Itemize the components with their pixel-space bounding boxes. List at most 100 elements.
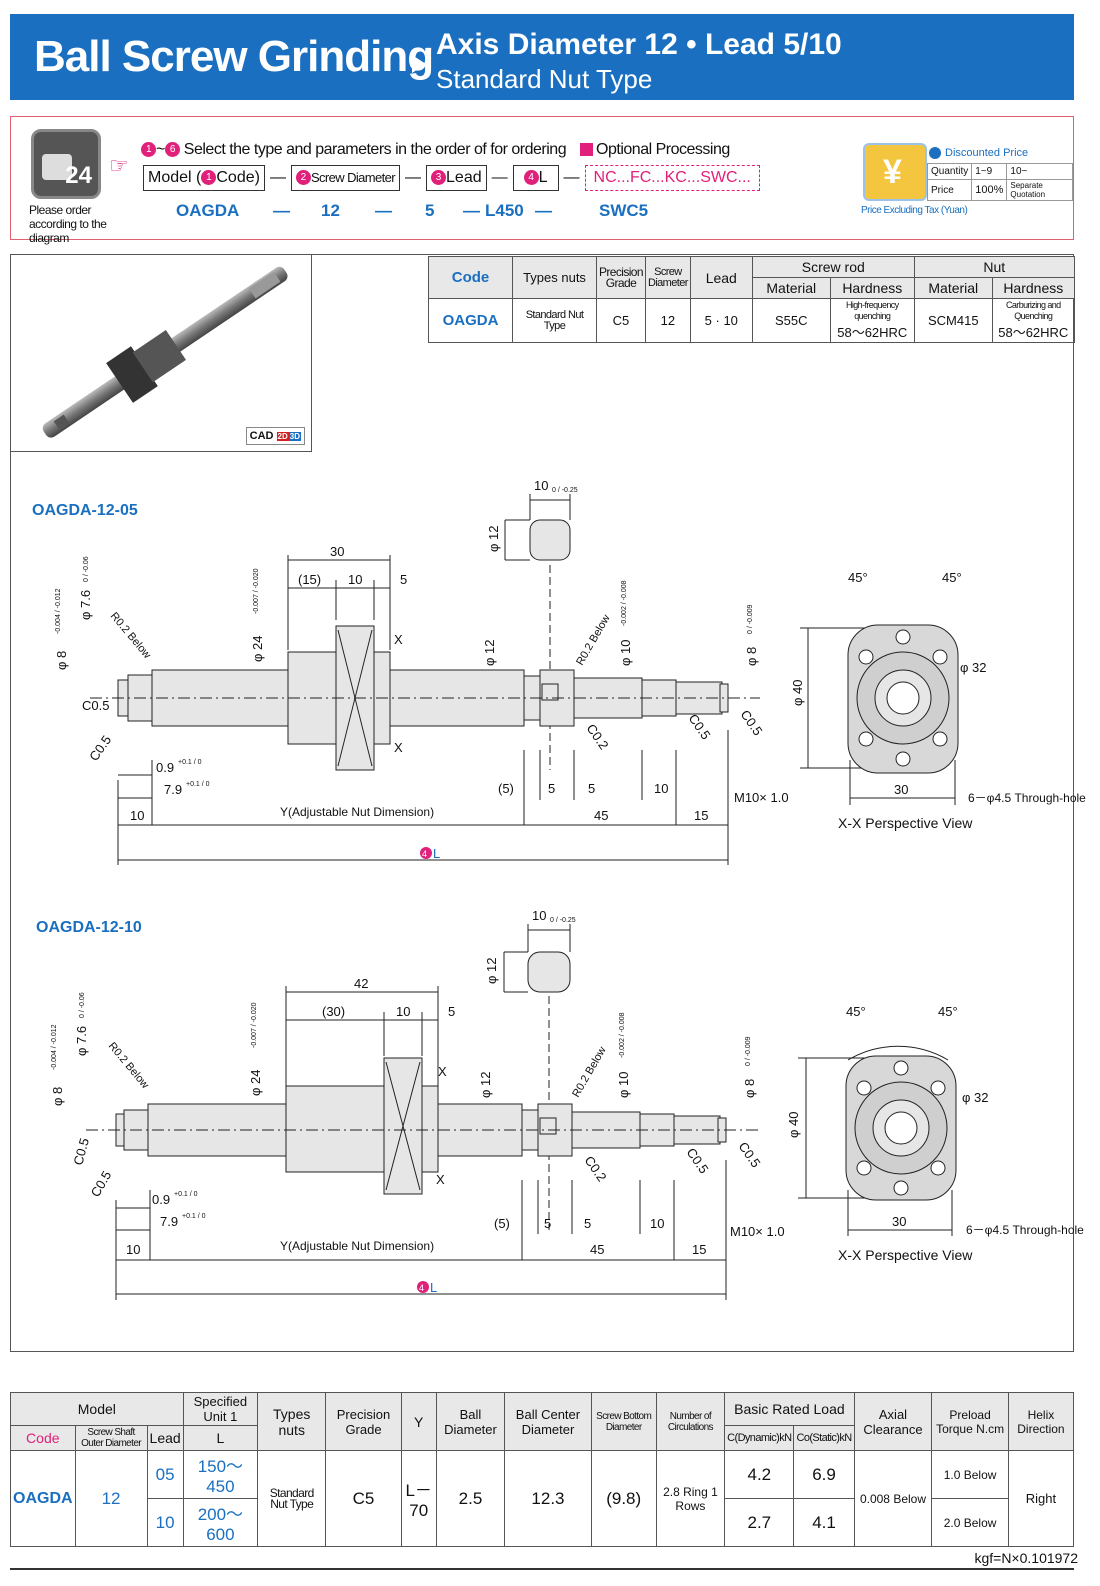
svg-text:φ 40: φ 40 (786, 1111, 801, 1138)
svg-text:5: 5 (544, 1216, 551, 1231)
svg-text:X: X (394, 632, 403, 647)
example-code: OAGDA (176, 201, 240, 220)
page-subtitle: Axis Diameter 12 • Lead 5/10 (436, 28, 842, 61)
svg-text:Y(Adjustable Nut Dimension): Y(Adjustable Nut Dimension) (280, 1239, 434, 1253)
svg-text:C0.2: C0.2 (582, 1153, 610, 1184)
svg-text:45°: 45° (942, 570, 962, 585)
svg-text:5: 5 (448, 1004, 455, 1019)
svg-text:10: 10 (130, 808, 144, 823)
bottom-spec-table: Model Specified Unit 1 Types nuts Precis… (10, 1392, 1075, 1547)
svg-text:-0.007 / -0.020: -0.007 / -0.020 (253, 568, 260, 614)
svg-text:10: 10 (532, 908, 546, 923)
svg-text:φ 40: φ 40 (790, 679, 805, 706)
example-diameter: 12 (321, 201, 340, 220)
svg-text:45°: 45° (848, 570, 868, 585)
optional-square-icon (580, 143, 594, 157)
svg-text:C0.5: C0.5 (70, 1136, 92, 1166)
drawing-2-label: OAGDA-12-10 (36, 919, 142, 936)
svg-text:X-X Perspective View: X-X Perspective View (838, 815, 973, 831)
svg-text:X: X (438, 1064, 447, 1079)
svg-text:0 / -0.25: 0 / -0.25 (550, 917, 576, 924)
svg-text:C0.5: C0.5 (88, 1168, 115, 1199)
svg-text:10: 10 (650, 1216, 664, 1231)
svg-text:C0.5: C0.5 (738, 707, 766, 738)
svg-text:+0.1 / 0: +0.1 / 0 (186, 781, 210, 788)
svg-text:45: 45 (594, 808, 608, 823)
drawing-2: 10 0 / -0.25 φ 12 42 (30) 10 5 φ 7.6 0 /… (50, 908, 1084, 1300)
svg-text:0.9: 0.9 (156, 760, 174, 775)
svg-text:X-X Perspective View: X-X Perspective View (838, 1247, 973, 1263)
svg-text:30: 30 (892, 1214, 906, 1229)
svg-text:0 / -0.06: 0 / -0.06 (83, 556, 90, 582)
page-subtitle-2: Standard Nut Type (436, 64, 653, 94)
svg-text:7.9: 7.9 (164, 782, 182, 797)
svg-text:φ 32: φ 32 (962, 1090, 989, 1105)
spec-table: Code Types nuts Precision Grade Screw Di… (428, 256, 1075, 343)
example-lead: 5 (425, 201, 435, 220)
svg-text:C0.5: C0.5 (86, 733, 114, 764)
svg-text:φ 8: φ 8 (50, 1087, 65, 1106)
drawing-1-label: OAGDA-12-05 (32, 502, 138, 519)
svg-text:0 / -0.009: 0 / -0.009 (747, 604, 754, 634)
svg-text:φ 12: φ 12 (484, 957, 499, 984)
svg-text:5: 5 (584, 1216, 591, 1231)
svg-text:R0.2 Below: R0.2 Below (574, 613, 613, 668)
svg-text:R0.2 Below: R0.2 Below (108, 610, 153, 661)
svg-text:6－φ4.5 Through-hole: 6－φ4.5 Through-hole (966, 1223, 1084, 1237)
svg-text:φ 12: φ 12 (486, 525, 501, 552)
order-note: Please order according to the diagram (29, 203, 107, 245)
order-instructions-box: 24 Please order according to the diagram… (10, 116, 1074, 245)
kgf-conversion: kgf=N×0.101972 (974, 1550, 1078, 1566)
svg-text:0 / -0.06: 0 / -0.06 (79, 992, 86, 1018)
svg-text:φ 7.6: φ 7.6 (78, 590, 93, 620)
svg-text:φ 8: φ 8 (742, 1079, 757, 1098)
svg-text:φ 32: φ 32 (960, 660, 987, 675)
discount-title: Discounted Price (929, 147, 1028, 160)
svg-text:5: 5 (588, 781, 595, 796)
svg-text:φ 10: φ 10 (616, 1071, 631, 1098)
footer-divider (10, 1568, 1074, 1570)
svg-text:30: 30 (894, 782, 908, 797)
svg-text:45°: 45° (938, 1004, 958, 1019)
svg-text:4: 4 (422, 849, 427, 859)
svg-text:φ 12: φ 12 (482, 639, 497, 666)
svg-text:-0.004 / -0.012: -0.004 / -0.012 (51, 1024, 58, 1070)
svg-text:(5): (5) (494, 1216, 510, 1231)
ball-screw-illustration (42, 266, 288, 438)
svg-text:(5): (5) (498, 781, 514, 796)
svg-text:φ 12: φ 12 (478, 1071, 493, 1098)
svg-text:φ 7.6: φ 7.6 (74, 1026, 89, 1056)
example-option: SWC5 (599, 201, 649, 220)
svg-text:(30): (30) (322, 1004, 345, 1019)
svg-text:-0.004 / -0.012: -0.004 / -0.012 (55, 588, 62, 634)
svg-text:42: 42 (354, 976, 368, 991)
svg-text:C0.5: C0.5 (684, 1145, 712, 1176)
svg-text:L: L (433, 846, 440, 861)
svg-text:M10× 1.0: M10× 1.0 (734, 790, 789, 805)
phone-24-icon: 24 (31, 129, 101, 199)
svg-text:C0.5: C0.5 (82, 698, 109, 713)
main-content-frame (10, 254, 1074, 1352)
svg-text:R0.2 Below: R0.2 Below (106, 1040, 151, 1091)
svg-text:C0.5: C0.5 (736, 1139, 764, 1170)
order-instruction: 1~6 Select the type and parameters in th… (141, 141, 730, 159)
svg-text:C0.5: C0.5 (686, 711, 714, 742)
drawing-1: 10 0 / -0.25 φ 12 30 (15) 10 5 φ 7.6 0 /… (54, 478, 1086, 865)
svg-text:Y(Adjustable Nut Dimension): Y(Adjustable Nut Dimension) (280, 805, 434, 819)
svg-text:0 / -0.25: 0 / -0.25 (552, 487, 578, 494)
svg-text:+0.1 / 0: +0.1 / 0 (174, 1191, 198, 1198)
svg-text:C0.2: C0.2 (584, 721, 612, 752)
svg-text:M10× 1.0: M10× 1.0 (730, 1224, 785, 1239)
svg-text:45: 45 (590, 1242, 604, 1257)
triangle-arrow-icon (412, 55, 426, 73)
svg-text:φ 10: φ 10 (618, 639, 633, 666)
svg-text:6－φ4.5 Through-hole: 6－φ4.5 Through-hole (968, 791, 1086, 805)
pointing-hand-icon: ☞ (109, 153, 129, 178)
svg-text:10: 10 (396, 1004, 410, 1019)
svg-text:-0.007 / -0.020: -0.007 / -0.020 (251, 1002, 258, 1048)
svg-text:-0.002 / -0.008: -0.002 / -0.008 (619, 1012, 626, 1058)
